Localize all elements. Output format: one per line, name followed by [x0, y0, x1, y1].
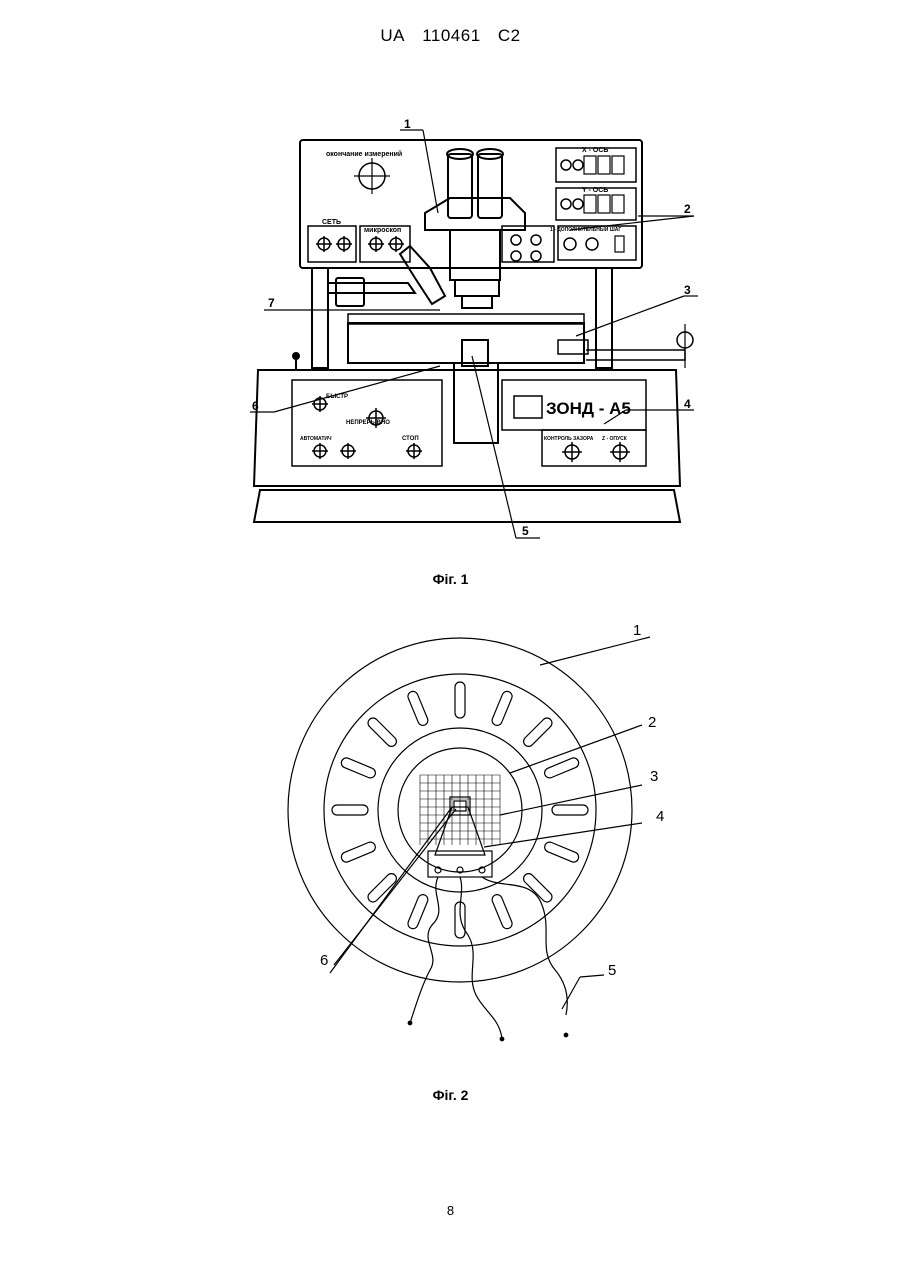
- stop-label: СТОП: [402, 436, 419, 442]
- fast-label: БЫСТР: [326, 394, 348, 400]
- page-number: 8: [0, 1203, 901, 1218]
- radial-slot: [543, 756, 580, 779]
- figure-2-caption: Фіг. 2: [0, 1087, 901, 1103]
- radial-slot: [455, 682, 465, 718]
- patent-kind: C2: [498, 26, 521, 45]
- radial-slot: [543, 841, 580, 864]
- network-label: СЕТЬ: [322, 219, 341, 226]
- patent-country: UA: [380, 26, 405, 45]
- radial-slot: [491, 893, 514, 930]
- microscope-label: микроскоп: [364, 227, 401, 234]
- fig1-callout-2: 2: [684, 202, 691, 216]
- fig1-callout-5: 5: [522, 524, 529, 538]
- radial-slot: [340, 841, 377, 864]
- fig1-callout-6: 6: [252, 399, 259, 413]
- fig2-callout-6: 6: [320, 952, 328, 969]
- fig2-callout-1: 1: [633, 622, 641, 639]
- fig2-callout-5: 5: [608, 962, 616, 979]
- fig1-callout-1: 1: [404, 118, 411, 131]
- radial-slot: [366, 716, 399, 749]
- fig1-callout-7: 7: [268, 296, 275, 310]
- mid-right-box: [502, 226, 554, 262]
- radial-slot: [366, 872, 399, 905]
- fig1-callout-3: 3: [684, 283, 691, 297]
- fig2-callout-2: 2: [648, 714, 656, 731]
- radial-slot: [340, 756, 377, 779]
- figure-2-drawing: 1 2 3 4 5 6: [270, 615, 690, 1055]
- fig2-callout-4: 4: [656, 808, 664, 825]
- radial-slot: [552, 805, 588, 815]
- figure-1-caption: Фіг. 1: [0, 571, 901, 587]
- fig2-callout-3: 3: [650, 768, 658, 785]
- aux-step-label: 1 - ДОПОЛНИТЕЛЬНЫЙ ШАГ: [550, 225, 621, 233]
- fig1-callout-4: 4: [684, 397, 691, 411]
- figure-1-drawing: окончание измерений X - ОСЬ Y - ОСЬ СЕТЬ…: [240, 118, 710, 548]
- brand-label: ЗОНД - А5: [546, 399, 631, 418]
- radial-slot: [522, 716, 555, 749]
- automat-label: АВТОМАТИЧ: [300, 436, 332, 442]
- patent-number: 110461: [422, 26, 480, 45]
- radial-slot: [332, 805, 368, 815]
- radial-slot: [406, 893, 429, 930]
- control-label: КОНТРОЛЬ ЗАЗОРА: [544, 436, 594, 442]
- lower-label: Z - ОПУСК: [602, 436, 628, 442]
- radial-slot: [491, 690, 514, 727]
- x-axis-label: X - ОСЬ: [582, 147, 608, 154]
- radial-slot: [406, 690, 429, 727]
- patent-header: UA 110461 C2: [0, 26, 901, 46]
- end-measure-label: окончание измерений: [326, 150, 402, 158]
- y-axis-label: Y - ОСЬ: [582, 187, 608, 194]
- continuous-label: НЕПРЕРЫВНО: [346, 420, 390, 426]
